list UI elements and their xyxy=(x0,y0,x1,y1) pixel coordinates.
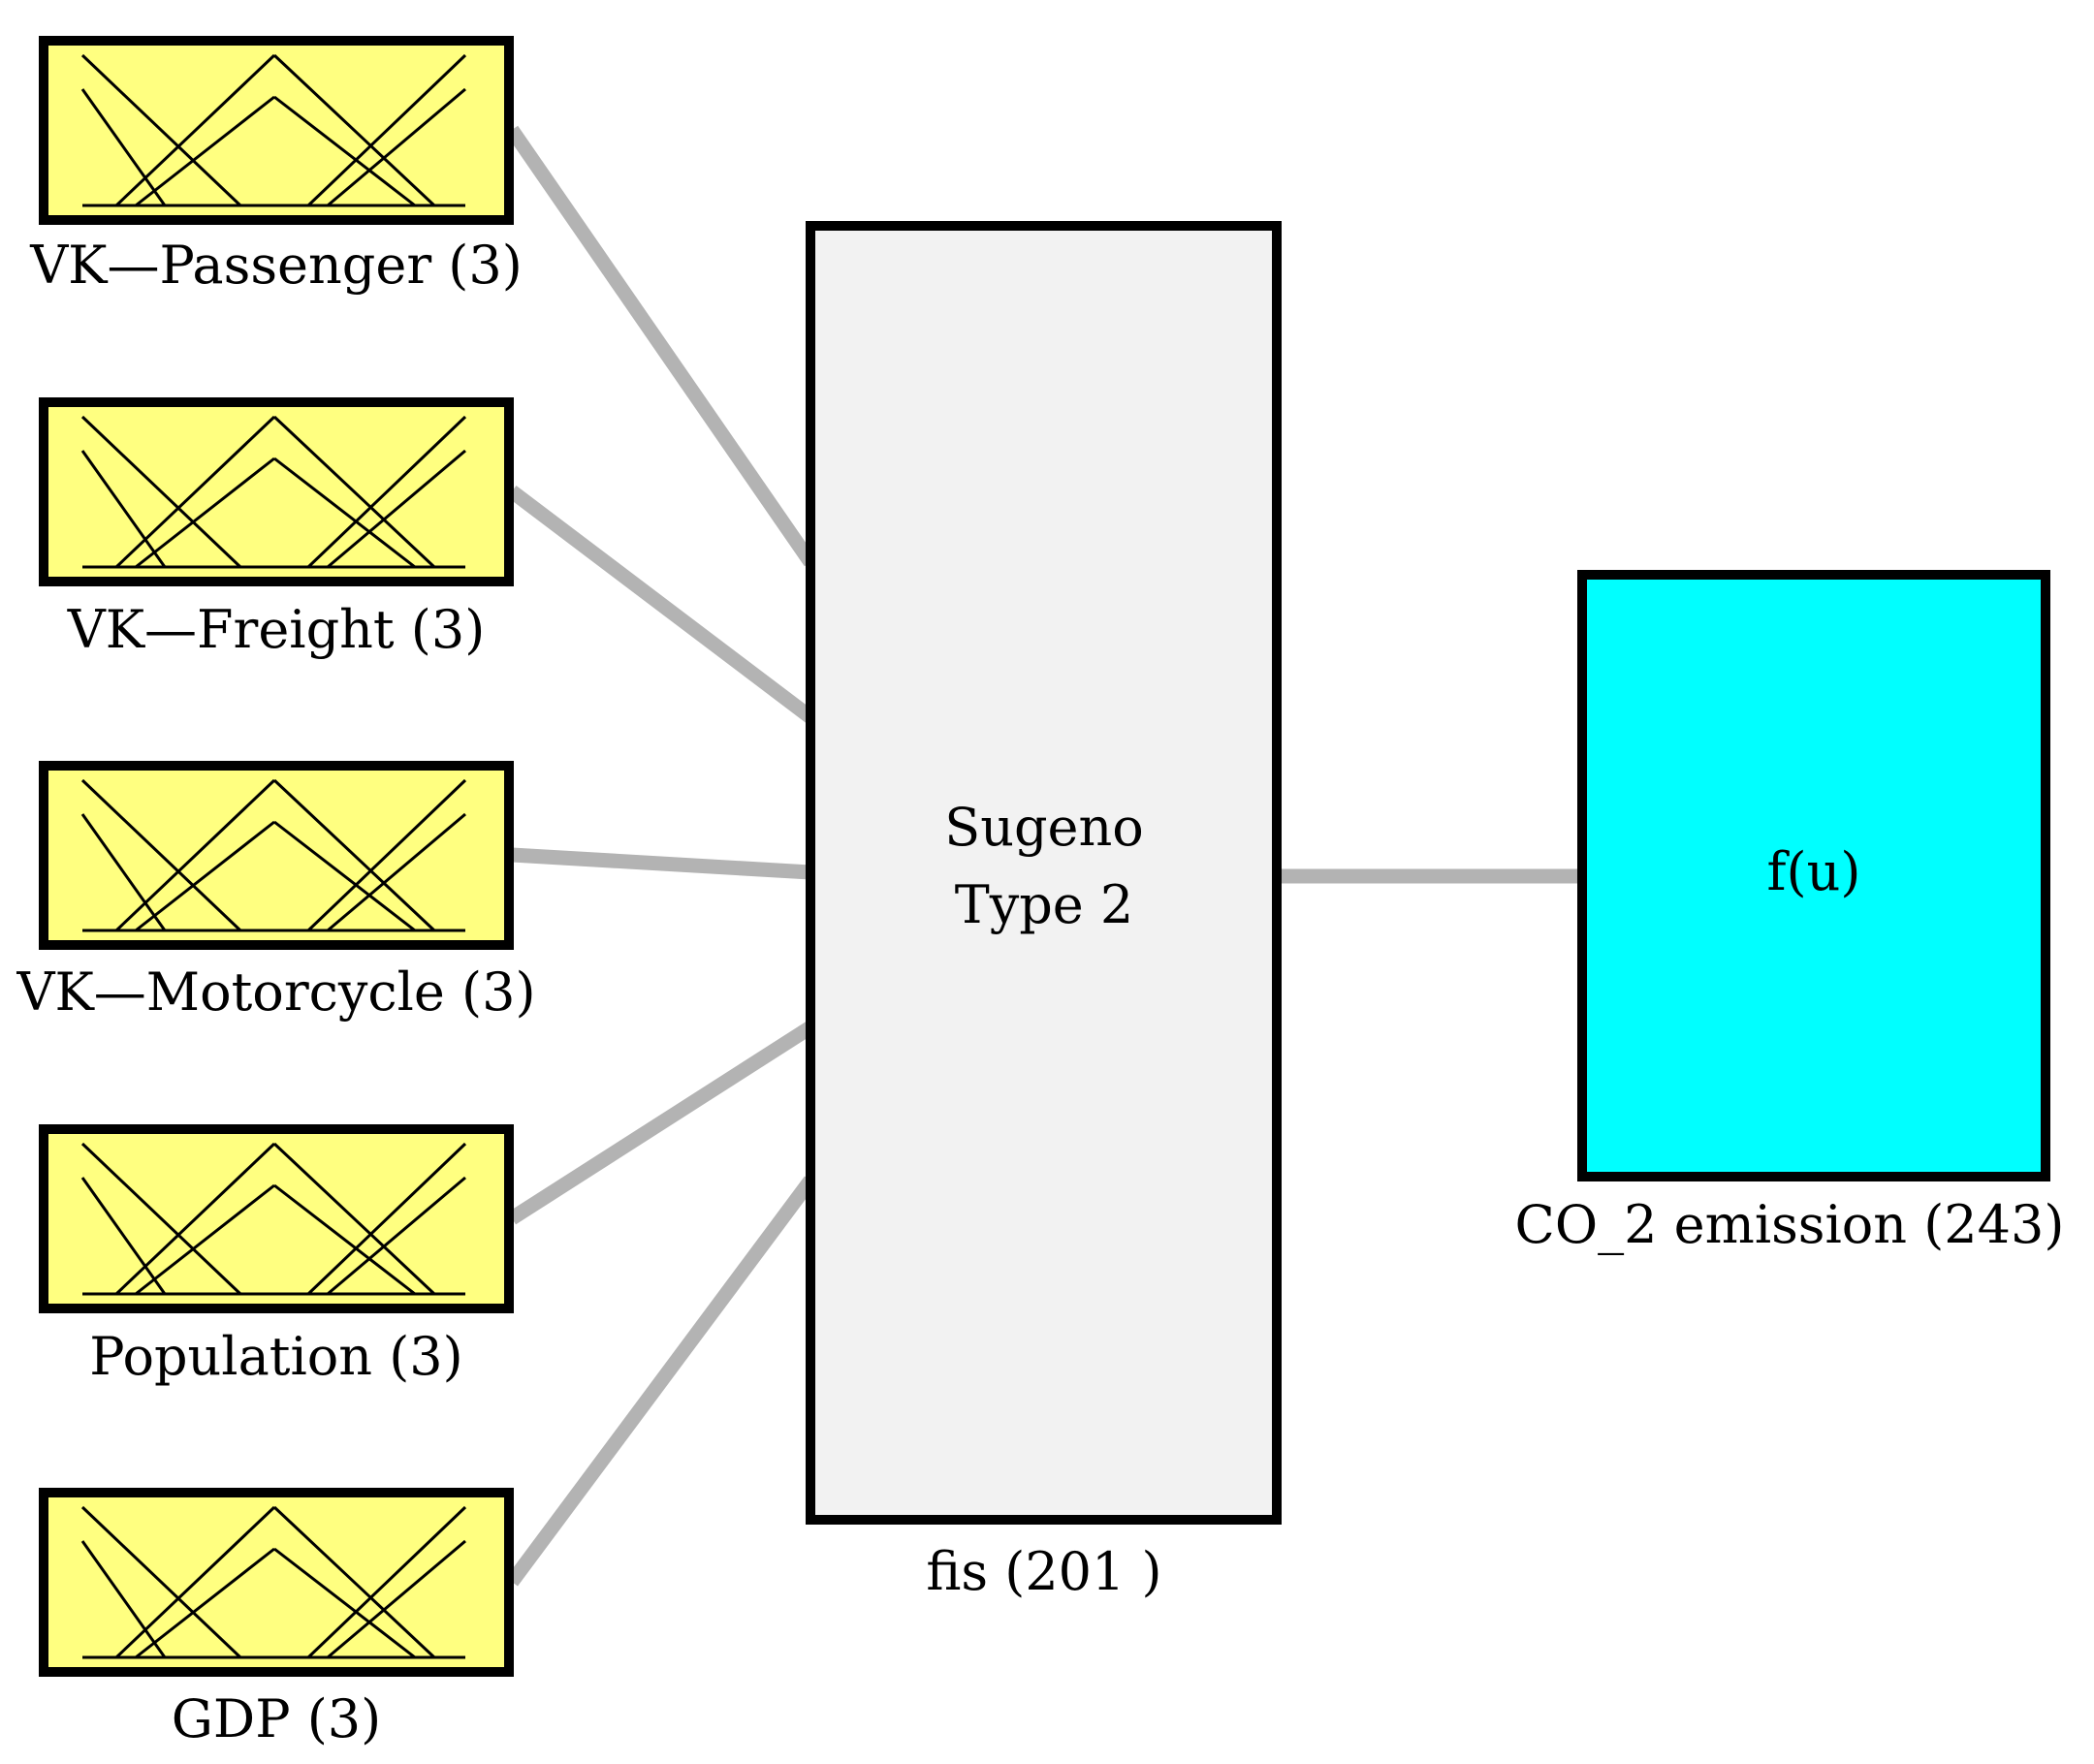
input-connector xyxy=(511,847,811,880)
input-connector xyxy=(505,1176,817,1587)
input-connector xyxy=(507,1021,815,1225)
connectors xyxy=(505,125,1577,1587)
input-block[interactable] xyxy=(39,761,514,950)
fis-block[interactable]: Sugeno Type 2 xyxy=(806,221,1282,1525)
membership-functions-icon xyxy=(80,415,467,569)
input-block[interactable] xyxy=(39,1124,514,1313)
membership-functions-icon xyxy=(80,778,467,932)
input-block[interactable] xyxy=(39,397,514,586)
input-label: VK—Passenger (3) xyxy=(29,235,523,296)
input-connector xyxy=(505,125,817,567)
input-block[interactable] xyxy=(39,36,514,225)
fis-title-line2: Type 2 xyxy=(955,874,1134,935)
membership-functions-icon xyxy=(80,1505,467,1659)
input-label: Population (3) xyxy=(89,1326,462,1387)
input-block[interactable] xyxy=(39,1488,514,1677)
fis-caption: fis (201 ) xyxy=(926,1541,1161,1602)
input-blocks: VK—Passenger (3) VK—Freight (3) VK—Motorcy… xyxy=(16,36,536,1749)
input-label: GDP (3) xyxy=(172,1688,381,1749)
input-label: VK—Motorcycle (3) xyxy=(16,961,535,1023)
output-symbol: f(u) xyxy=(1767,841,1861,902)
input-connector xyxy=(507,486,815,723)
membership-functions-icon xyxy=(80,53,467,207)
fis-title-line1: Sugeno xyxy=(944,797,1144,858)
membership-functions-icon xyxy=(80,1142,467,1296)
output-caption: CO_2 emission (243) xyxy=(1515,1194,2065,1255)
output-block[interactable]: f(u) xyxy=(1577,570,2050,1181)
input-label: VK—Freight (3) xyxy=(67,599,486,660)
